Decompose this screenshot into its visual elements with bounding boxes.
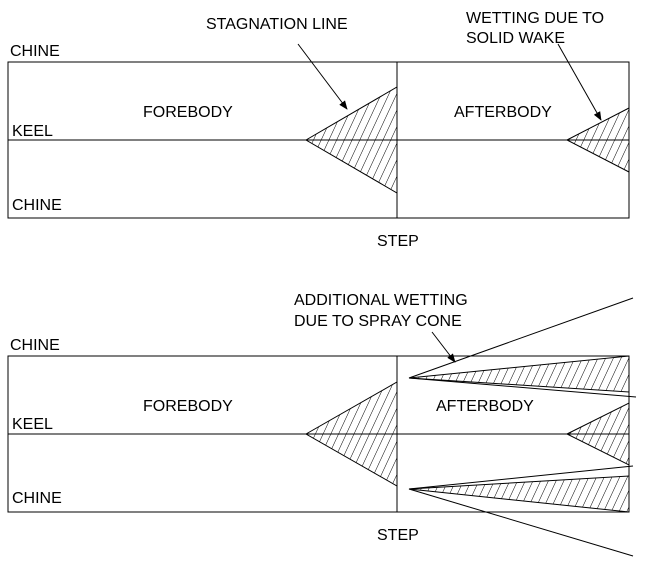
afterbody-wake-wetted-area bbox=[565, 107, 630, 173]
stagnation-line-label: STAGNATION LINE bbox=[206, 16, 348, 33]
step-label: STEP bbox=[377, 527, 419, 544]
forebody-wetted-area bbox=[305, 86, 398, 194]
chine-bottom-label: CHINE bbox=[12, 197, 62, 214]
keel-label: KEEL bbox=[12, 416, 53, 433]
bottom-diagram: CHINE KEEL CHINE FOREBODY AFTERBODY STEP… bbox=[7, 292, 637, 557]
step-label: STEP bbox=[377, 233, 419, 250]
chine-top-label: CHINE bbox=[10, 43, 60, 60]
wake-leader bbox=[557, 43, 602, 121]
wake-label-line1: WETTING DUE TO bbox=[466, 10, 604, 27]
forebody-label: FOREBODY bbox=[143, 398, 233, 415]
chine-top-label: CHINE bbox=[10, 337, 60, 354]
spray-leader bbox=[431, 331, 456, 363]
stagnation-line-leader bbox=[297, 43, 348, 110]
forebody-label: FOREBODY bbox=[143, 104, 233, 121]
keel-label: KEEL bbox=[12, 123, 53, 140]
top-diagram: CHINE KEEL CHINE FOREBODY AFTERBODY STEP… bbox=[7, 10, 630, 250]
wake-label-line2: SOLID WAKE bbox=[466, 30, 565, 47]
spray-cone-upper-inner-edge bbox=[408, 377, 637, 398]
spray-cone-upper-edge bbox=[408, 297, 634, 379]
upper-spray-wetted-area bbox=[408, 355, 630, 393]
afterbody-label: AFTERBODY bbox=[436, 398, 534, 415]
spray-cone-lower-edge bbox=[408, 488, 634, 557]
lower-spray-wetted-area bbox=[408, 475, 630, 513]
afterbody-wake-wetted-area bbox=[565, 402, 630, 466]
spray-label-line1: ADDITIONAL WETTING bbox=[294, 292, 468, 309]
chine-bottom-label: CHINE bbox=[12, 490, 62, 507]
forebody-wetted-area bbox=[304, 381, 398, 487]
afterbody-label: AFTERBODY bbox=[454, 104, 552, 121]
spray-label-line2: DUE TO SPRAY CONE bbox=[294, 313, 462, 330]
spray-cone-lower-inner-edge bbox=[408, 465, 634, 490]
